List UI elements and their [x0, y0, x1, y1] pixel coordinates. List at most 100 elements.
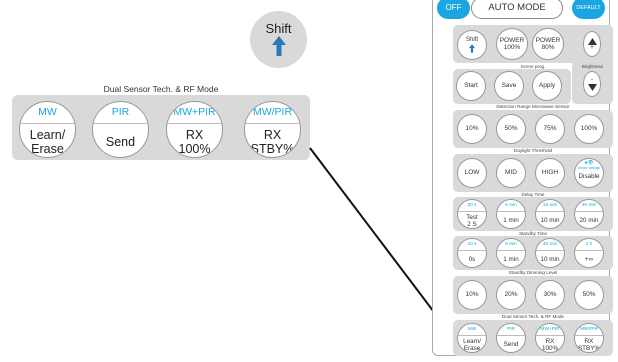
- button-line1: 10 min: [540, 256, 560, 263]
- daylight-mid-button[interactable]: MID: [496, 158, 526, 188]
- button-line1: Send: [503, 341, 519, 348]
- button-header: 30 min: [536, 239, 564, 251]
- delay-1min-button[interactable]: 5 min 1 min: [496, 199, 526, 229]
- triangle-up-icon: [587, 37, 597, 45]
- button-header: 5 min: [497, 239, 525, 251]
- shift-label: Shift: [465, 36, 478, 43]
- button-line1: RX: [185, 128, 204, 142]
- off-button[interactable]: OFF: [437, 0, 470, 19]
- delay-10min-button[interactable]: 15 min 10 min: [535, 199, 565, 229]
- zoom-shift-button[interactable]: Shift: [250, 11, 307, 68]
- standby-1min-button[interactable]: 5 min 1 min: [496, 238, 526, 268]
- power-80-button[interactable]: POWER 80%: [532, 28, 564, 60]
- standby-title: Standby Time: [518, 231, 548, 236]
- button-line1: Learn/: [29, 128, 66, 142]
- button-line1: Test: [466, 214, 478, 221]
- default-button[interactable]: DEFAULT: [572, 0, 605, 19]
- mw-learn-button[interactable]: MW Learn/Erase: [457, 323, 487, 353]
- dimming-10-button[interactable]: 10%: [457, 280, 487, 310]
- button-line2: 2 S: [467, 221, 477, 228]
- zoom-shift-label: Shift: [265, 21, 292, 36]
- button-line1: RX: [545, 338, 555, 345]
- standby-0s-button[interactable]: 10 s 0s: [457, 238, 487, 268]
- zoom-pir-send-button[interactable]: PIR Send: [92, 101, 149, 158]
- button-header: MW+PIR: [536, 324, 564, 336]
- brightness-down-button[interactable]: -: [583, 71, 601, 97]
- button-header: PIR: [93, 102, 148, 124]
- delay-20min-button[interactable]: 30 min 20 min: [574, 199, 604, 229]
- button-header: 1 h: [575, 239, 603, 251]
- button-header: MW/PIR: [245, 102, 300, 124]
- button-line1: RX: [263, 128, 282, 142]
- button-line1: 20 min: [579, 217, 599, 224]
- button-line1: 10 min: [540, 217, 560, 224]
- dimming-20-button[interactable]: 20%: [496, 280, 526, 310]
- zoom-section-title: Dual Sensor Tech. & RF Mode: [103, 84, 219, 94]
- disable-label: Disable: [578, 173, 600, 180]
- button-line1: 0s: [468, 256, 476, 263]
- brightness-up-button[interactable]: +: [583, 31, 601, 57]
- button-header: MW: [458, 324, 486, 336]
- range-10-button[interactable]: 10%: [457, 114, 487, 144]
- power-value: 100%: [503, 44, 521, 51]
- plus-label: +: [590, 44, 594, 51]
- button-line1: Learn/: [463, 338, 481, 345]
- button-line2: Erase: [463, 345, 481, 352]
- power-value: 80%: [541, 44, 555, 51]
- button-line2: STBY%: [577, 345, 601, 352]
- scene-save-button[interactable]: Save: [494, 71, 524, 101]
- button-header: 30 min: [575, 200, 603, 212]
- power-100-button[interactable]: POWER 100%: [496, 28, 528, 60]
- dimming-title: Standby Dimming Level: [508, 270, 558, 275]
- button-header: MW+PIR: [167, 102, 222, 124]
- shift-arrow-icon: [469, 44, 475, 54]
- pir-send-button[interactable]: PIR Send: [496, 323, 526, 353]
- range-50-button[interactable]: 50%: [496, 114, 526, 144]
- button-line1: RX: [584, 338, 594, 345]
- shift-arrow-icon: [271, 36, 286, 56]
- dimming-30-button[interactable]: 30%: [535, 280, 565, 310]
- brightness-label: Brightness: [581, 64, 604, 69]
- button-header: MW/PIR: [575, 324, 603, 336]
- power-label: POWER: [499, 36, 525, 44]
- button-line2: STBY%: [250, 142, 295, 156]
- button-header: PIR: [497, 324, 525, 336]
- dimming-50-button[interactable]: 50%: [574, 280, 604, 310]
- range-title: Detection Range Microwave Sensor: [496, 104, 570, 109]
- power-label: POWER: [535, 36, 561, 44]
- disable-header: Sensor settings: [578, 166, 600, 170]
- auto-mode-button[interactable]: AUTO MODE: [471, 0, 563, 19]
- daylight-low-button[interactable]: LOW: [457, 158, 487, 188]
- delay-title: Delay Time: [521, 192, 545, 197]
- button-line2: 100%: [541, 345, 559, 352]
- shift-button[interactable]: Shift: [457, 30, 487, 60]
- button-line2: 100%: [178, 142, 211, 156]
- rf-title: Dual Sensor Tech. & RF Mode: [502, 314, 564, 319]
- button-line2: Erase: [31, 142, 64, 156]
- button-header: 5 min: [497, 200, 525, 212]
- zoom-mw-learn-button[interactable]: MW Learn/Erase: [19, 101, 76, 158]
- scene-start-button[interactable]: Start: [456, 71, 486, 101]
- button-line1: 1 min: [503, 217, 519, 224]
- eye-icon: ●👁: [584, 160, 594, 166]
- button-header: MW: [20, 102, 75, 124]
- daylight-high-button[interactable]: HIGH: [535, 158, 565, 188]
- button-line1: +∞: [584, 256, 594, 263]
- scene-title: Scene prog.: [520, 64, 546, 69]
- range-100-button[interactable]: 100%: [574, 114, 604, 144]
- scene-apply-button[interactable]: Apply: [532, 71, 562, 101]
- button-header: 10 s: [458, 239, 486, 251]
- disable-sensor-button[interactable]: ●👁 Sensor settings Disable: [574, 158, 604, 188]
- button-header: 30 s: [458, 200, 486, 212]
- range-75-button[interactable]: 75%: [535, 114, 565, 144]
- standby-10min-button[interactable]: 30 min 10 min: [535, 238, 565, 268]
- standby-infinite-button[interactable]: 1 h +∞: [574, 238, 604, 268]
- button-line1: Send: [105, 135, 136, 149]
